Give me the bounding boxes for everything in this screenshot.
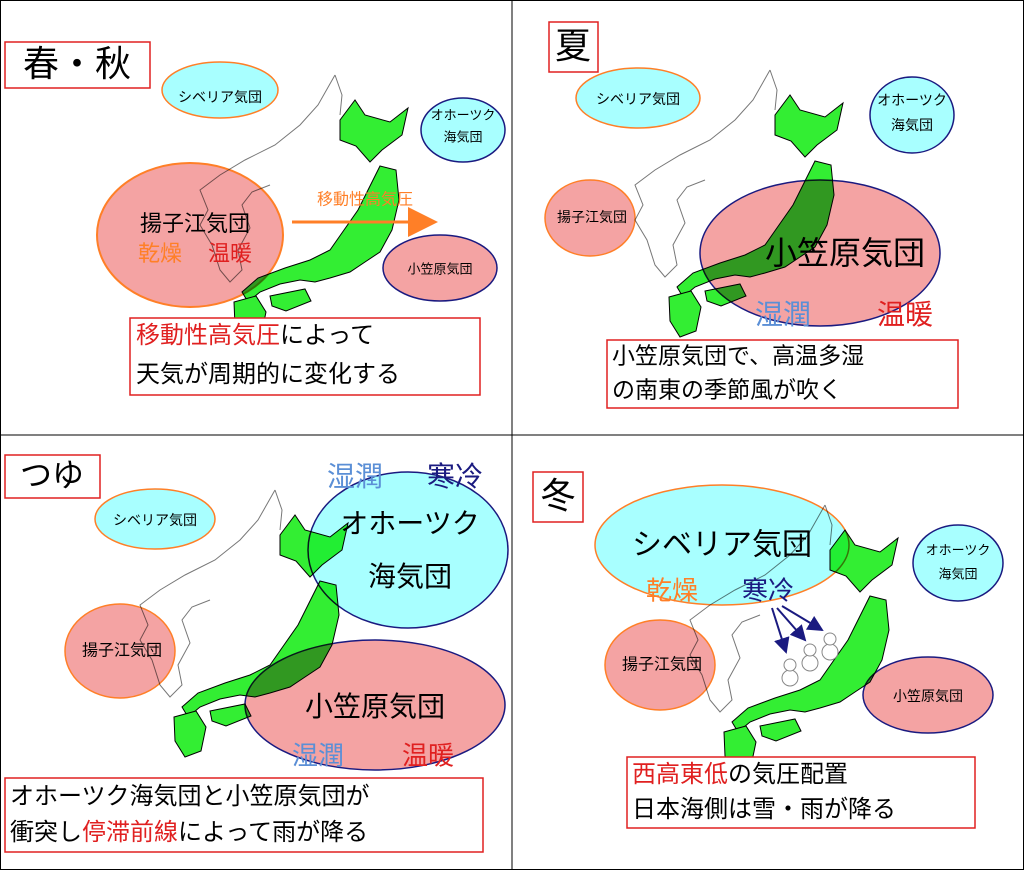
caption-box [4,777,484,853]
okhotsk-air-mass [869,76,955,154]
caption-line-1: 西高東低の気圧配置 [632,760,848,788]
dry-label: 乾燥 [138,242,182,267]
panel-title: 冬 [540,476,576,517]
caption-box [129,317,481,396]
yangtze-air-mass [96,162,284,308]
warm-label: 温暖 [208,242,252,267]
panel-title: つゆ [20,456,84,494]
cold-label: 寒冷 [427,460,483,493]
wind-arrow [771,607,790,654]
panel-title: 春・秋 [23,44,131,85]
ogasawara-air-mass [244,639,506,771]
ogasawara-label: 小笠原気団 [765,234,925,272]
siberia-air-mass [161,61,279,119]
okhotsk-air-mass [912,524,1004,602]
yangtze-air-mass [544,179,636,257]
warm-label: 温暖 [877,298,933,331]
humid-label: 湿潤 [755,298,811,331]
wind-arrows [771,605,824,654]
title-box [4,454,101,499]
warm-label: 温暖 [402,742,454,772]
okhotsk-label-2: 海気団 [891,118,933,134]
okhotsk-label-1: オホーツク [340,507,479,540]
panel-winter: シベリア気団 乾燥 寒冷 オホーツク 海気団 揚子江気団 小笠原気団 冬 西高東… [532,471,1004,829]
siberia-label: シベリア気団 [113,513,197,529]
siberia-air-mass [594,484,850,606]
caption-line-2: 衝突し停滞前線によって雨が降る [10,818,368,846]
okhotsk-label-2: 海気団 [443,130,482,146]
yangtze-label: 揚子江気団 [140,212,250,237]
yangtze-label: 揚子江気団 [82,641,162,660]
caption-line-1: オホーツク海気団と小笠原気団が [10,782,370,810]
caption-line-2: の南東の季節風が吹く [612,378,842,404]
yangtze-label: 揚子江気団 [557,209,627,226]
caption-line-1: 移動性高気圧によって [136,321,374,349]
okhotsk-label-1: オホーツク [926,544,991,559]
siberia-label: シベリア気団 [596,92,680,108]
okhotsk-label-2: 海気団 [938,567,977,583]
cold-label: 寒冷 [742,577,794,607]
ogasawara-air-mass [862,656,994,734]
okhotsk-label-1: オホーツク [877,93,947,109]
panel-rainy-season: シベリア気団 揚子江気団 オホーツク 海気団 湿潤 寒冷 小笠原気団 湿潤 温暖… [4,454,509,853]
snowman-icons [781,632,839,687]
siberia-air-mass [575,67,701,129]
panel-spring-autumn: シベリア気団 オホーツク 海気団 揚子江気団 乾燥 温暖 小笠原気団 移動性高気… [4,41,506,396]
title-box [532,471,584,523]
caption-line-2: 日本海側は雪・雨が降る [632,795,896,823]
ogasawara-air-mass [382,234,498,302]
humid-label: 湿潤 [327,460,383,493]
ogasawara-label: 小笠原気団 [407,262,472,278]
okhotsk-air-mass [307,471,509,629]
wind-arrow [776,607,807,642]
caption-box [626,756,976,829]
caption-box [606,339,959,409]
siberia-label: シベリア気団 [178,90,262,106]
siberia-label: シベリア気団 [632,528,812,563]
panel-title: 夏 [555,26,591,67]
wind-arrow [781,605,824,632]
title-box [548,21,599,73]
dry-label: 乾燥 [646,577,698,607]
yangtze-air-mass [64,603,176,699]
panel-summer: シベリア気団 オホーツク 海気団 揚子江気団 小笠原気団 湿潤 温暖 夏 小笠原… [544,21,959,409]
okhotsk-air-mass [420,97,506,163]
ogasawara-label: 小笠原気団 [305,690,445,723]
caption-line-1: 小笠原気団で、高温多湿 [612,344,864,370]
yangtze-label: 揚子江気団 [622,655,702,674]
yangtze-air-mass [604,619,716,711]
ogasawara-label: 小笠原気団 [893,689,963,705]
arrow-label: 移動性高気圧 [317,190,413,209]
humid-label-2: 湿潤 [292,742,344,772]
caption-line-2: 天気が周期的に変化する [136,360,400,388]
okhotsk-label-1: オホーツク [431,109,496,124]
title-box [4,41,151,89]
okhotsk-label-2: 海気団 [368,560,452,593]
ogasawara-air-mass [699,179,941,327]
siberia-air-mass [94,488,216,550]
